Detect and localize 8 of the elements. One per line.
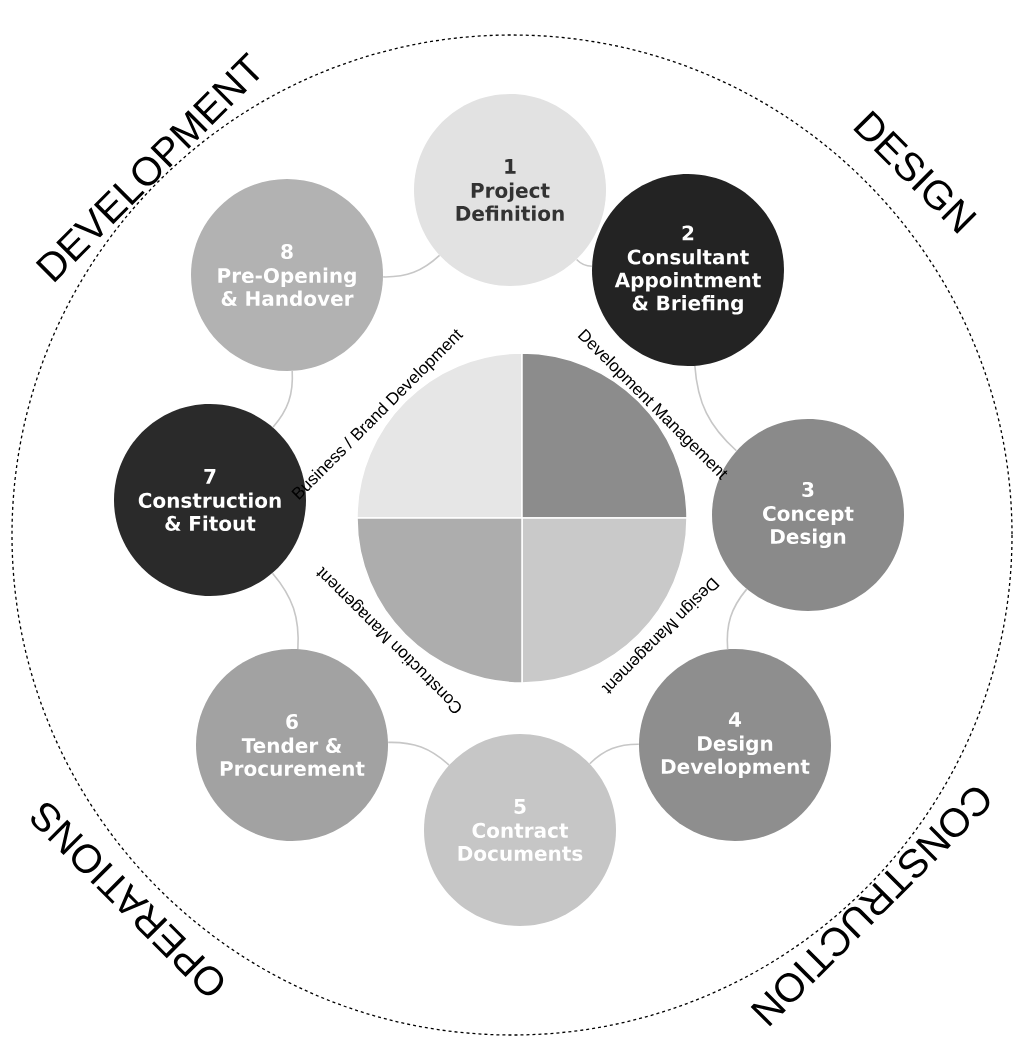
ring-line: [387, 741, 450, 766]
ring-line: [575, 258, 593, 268]
ring-line: [382, 254, 441, 278]
ring-line: [272, 370, 294, 429]
ring-line: [726, 588, 748, 650]
ring-line: [271, 572, 299, 650]
ring-line: [694, 365, 738, 452]
ring-line: [588, 743, 640, 765]
